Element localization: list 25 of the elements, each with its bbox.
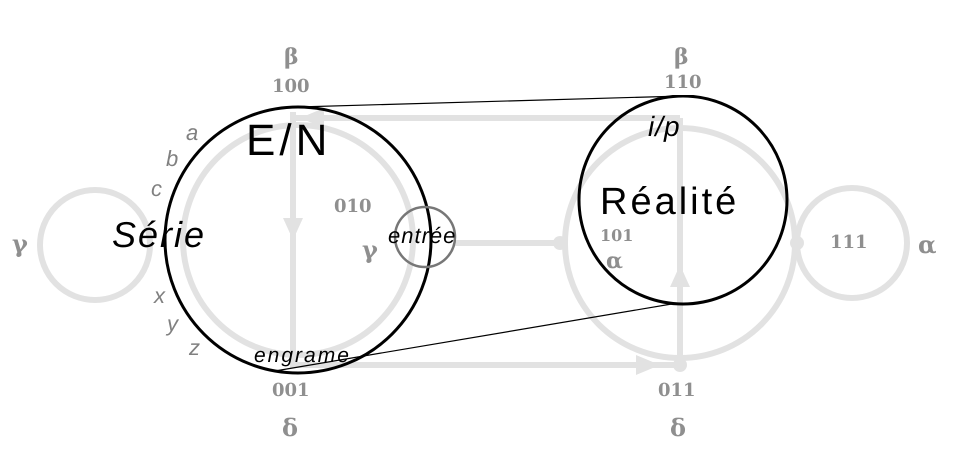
letter-label: b — [166, 148, 178, 170]
faint-label: 111 — [830, 234, 868, 252]
faint-label: 010 — [334, 198, 372, 216]
faint-label: 001 — [272, 382, 310, 400]
letter-label: x — [154, 285, 165, 307]
node-label: i/p — [648, 113, 681, 141]
letter-label: z — [189, 337, 200, 359]
faint-label: β — [674, 46, 689, 68]
faint-label: α — [606, 250, 623, 272]
faint-label: γ — [362, 238, 378, 262]
faint-label: β — [284, 46, 299, 68]
node-label: engrame — [254, 345, 351, 366]
node-label: Réalité — [600, 183, 740, 221]
faint-label: α — [918, 233, 936, 257]
faint-label: 011 — [658, 382, 696, 400]
faint-label: δ — [282, 416, 298, 440]
faint-label: 100 — [272, 78, 310, 96]
letter-label: a — [186, 122, 198, 144]
faint-label: γ — [12, 232, 28, 256]
letter-label: y — [167, 313, 178, 335]
faint-label: δ — [670, 416, 686, 440]
letter-label: c — [151, 178, 162, 200]
node-label: E/N — [246, 119, 332, 163]
faint-label: 110 — [664, 74, 702, 92]
faint-label: 101 — [600, 228, 634, 244]
